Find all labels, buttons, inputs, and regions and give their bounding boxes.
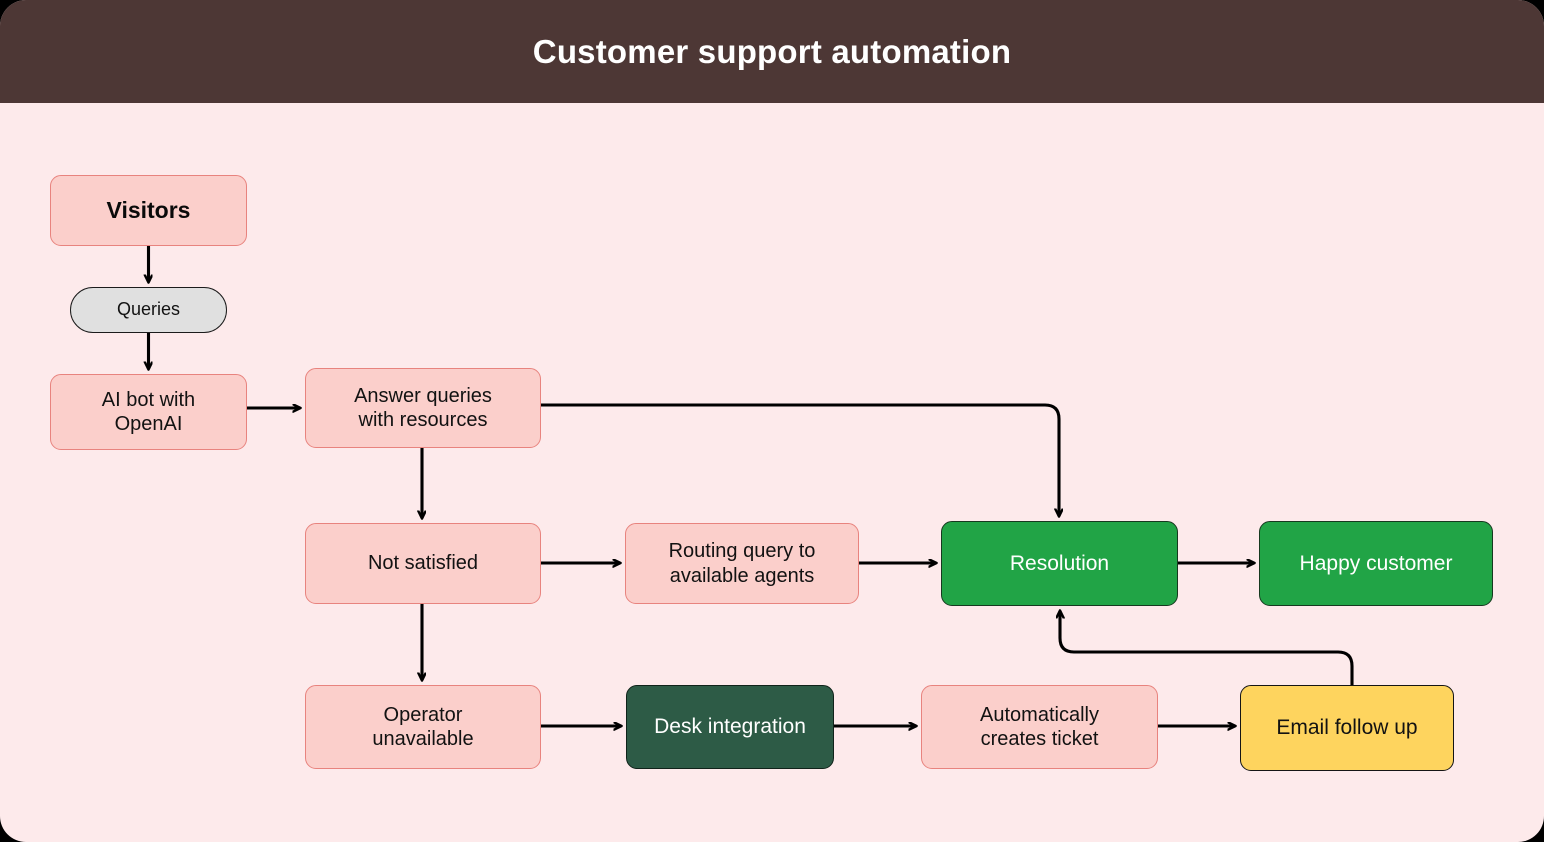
node-not-satisfied-label: Not satisfied: [367, 552, 479, 575]
node-ai-bot-with-openai[interactable]: AI bot with OpenAI: [50, 374, 247, 450]
edge-answer-resolution: [541, 403, 1059, 516]
header-bar: Customer support automation: [0, 0, 1544, 103]
node-ai-bot-label: AI bot with OpenAI: [101, 388, 196, 435]
node-email-follow-up-label: Email follow up: [1276, 716, 1418, 740]
node-visitors[interactable]: Visitors: [50, 175, 247, 246]
node-happy-customer[interactable]: Happy customer: [1259, 521, 1493, 606]
node-automatically-creates-ticket[interactable]: Automatically creates ticket: [921, 685, 1158, 769]
node-queries-label: Queries: [116, 299, 181, 320]
node-routing-query-label: Routing query to available agents: [668, 540, 816, 587]
node-resolution[interactable]: Resolution: [941, 521, 1178, 606]
node-routing-query-to-available-agents[interactable]: Routing query to available agents: [625, 523, 859, 604]
node-queries[interactable]: Queries: [70, 287, 227, 333]
node-email-follow-up[interactable]: Email follow up: [1240, 685, 1454, 771]
node-operator-unavailable[interactable]: Operator unavailable: [305, 685, 541, 769]
node-resolution-label: Resolution: [1009, 551, 1110, 575]
edge-email-resolution: [1060, 611, 1354, 685]
flowchart-area: Visitors Queries AI bot with OpenAI Answ…: [0, 103, 1544, 842]
node-answer-queries-label: Answer queries with resources: [354, 384, 492, 431]
node-operator-unavailable-label: Operator unavailable: [372, 703, 474, 750]
node-answer-queries-with-resources[interactable]: Answer queries with resources: [305, 368, 541, 448]
node-visitors-label: Visitors: [106, 197, 191, 224]
node-desk-integration[interactable]: Desk integration: [626, 685, 834, 769]
node-creates-ticket-label: Automatically creates ticket: [980, 703, 1099, 750]
page-title: Customer support automation: [532, 32, 1012, 70]
node-not-satisfied[interactable]: Not satisfied: [305, 523, 541, 604]
node-happy-customer-label: Happy customer: [1299, 551, 1453, 575]
node-desk-integration-label: Desk integration: [654, 715, 806, 739]
